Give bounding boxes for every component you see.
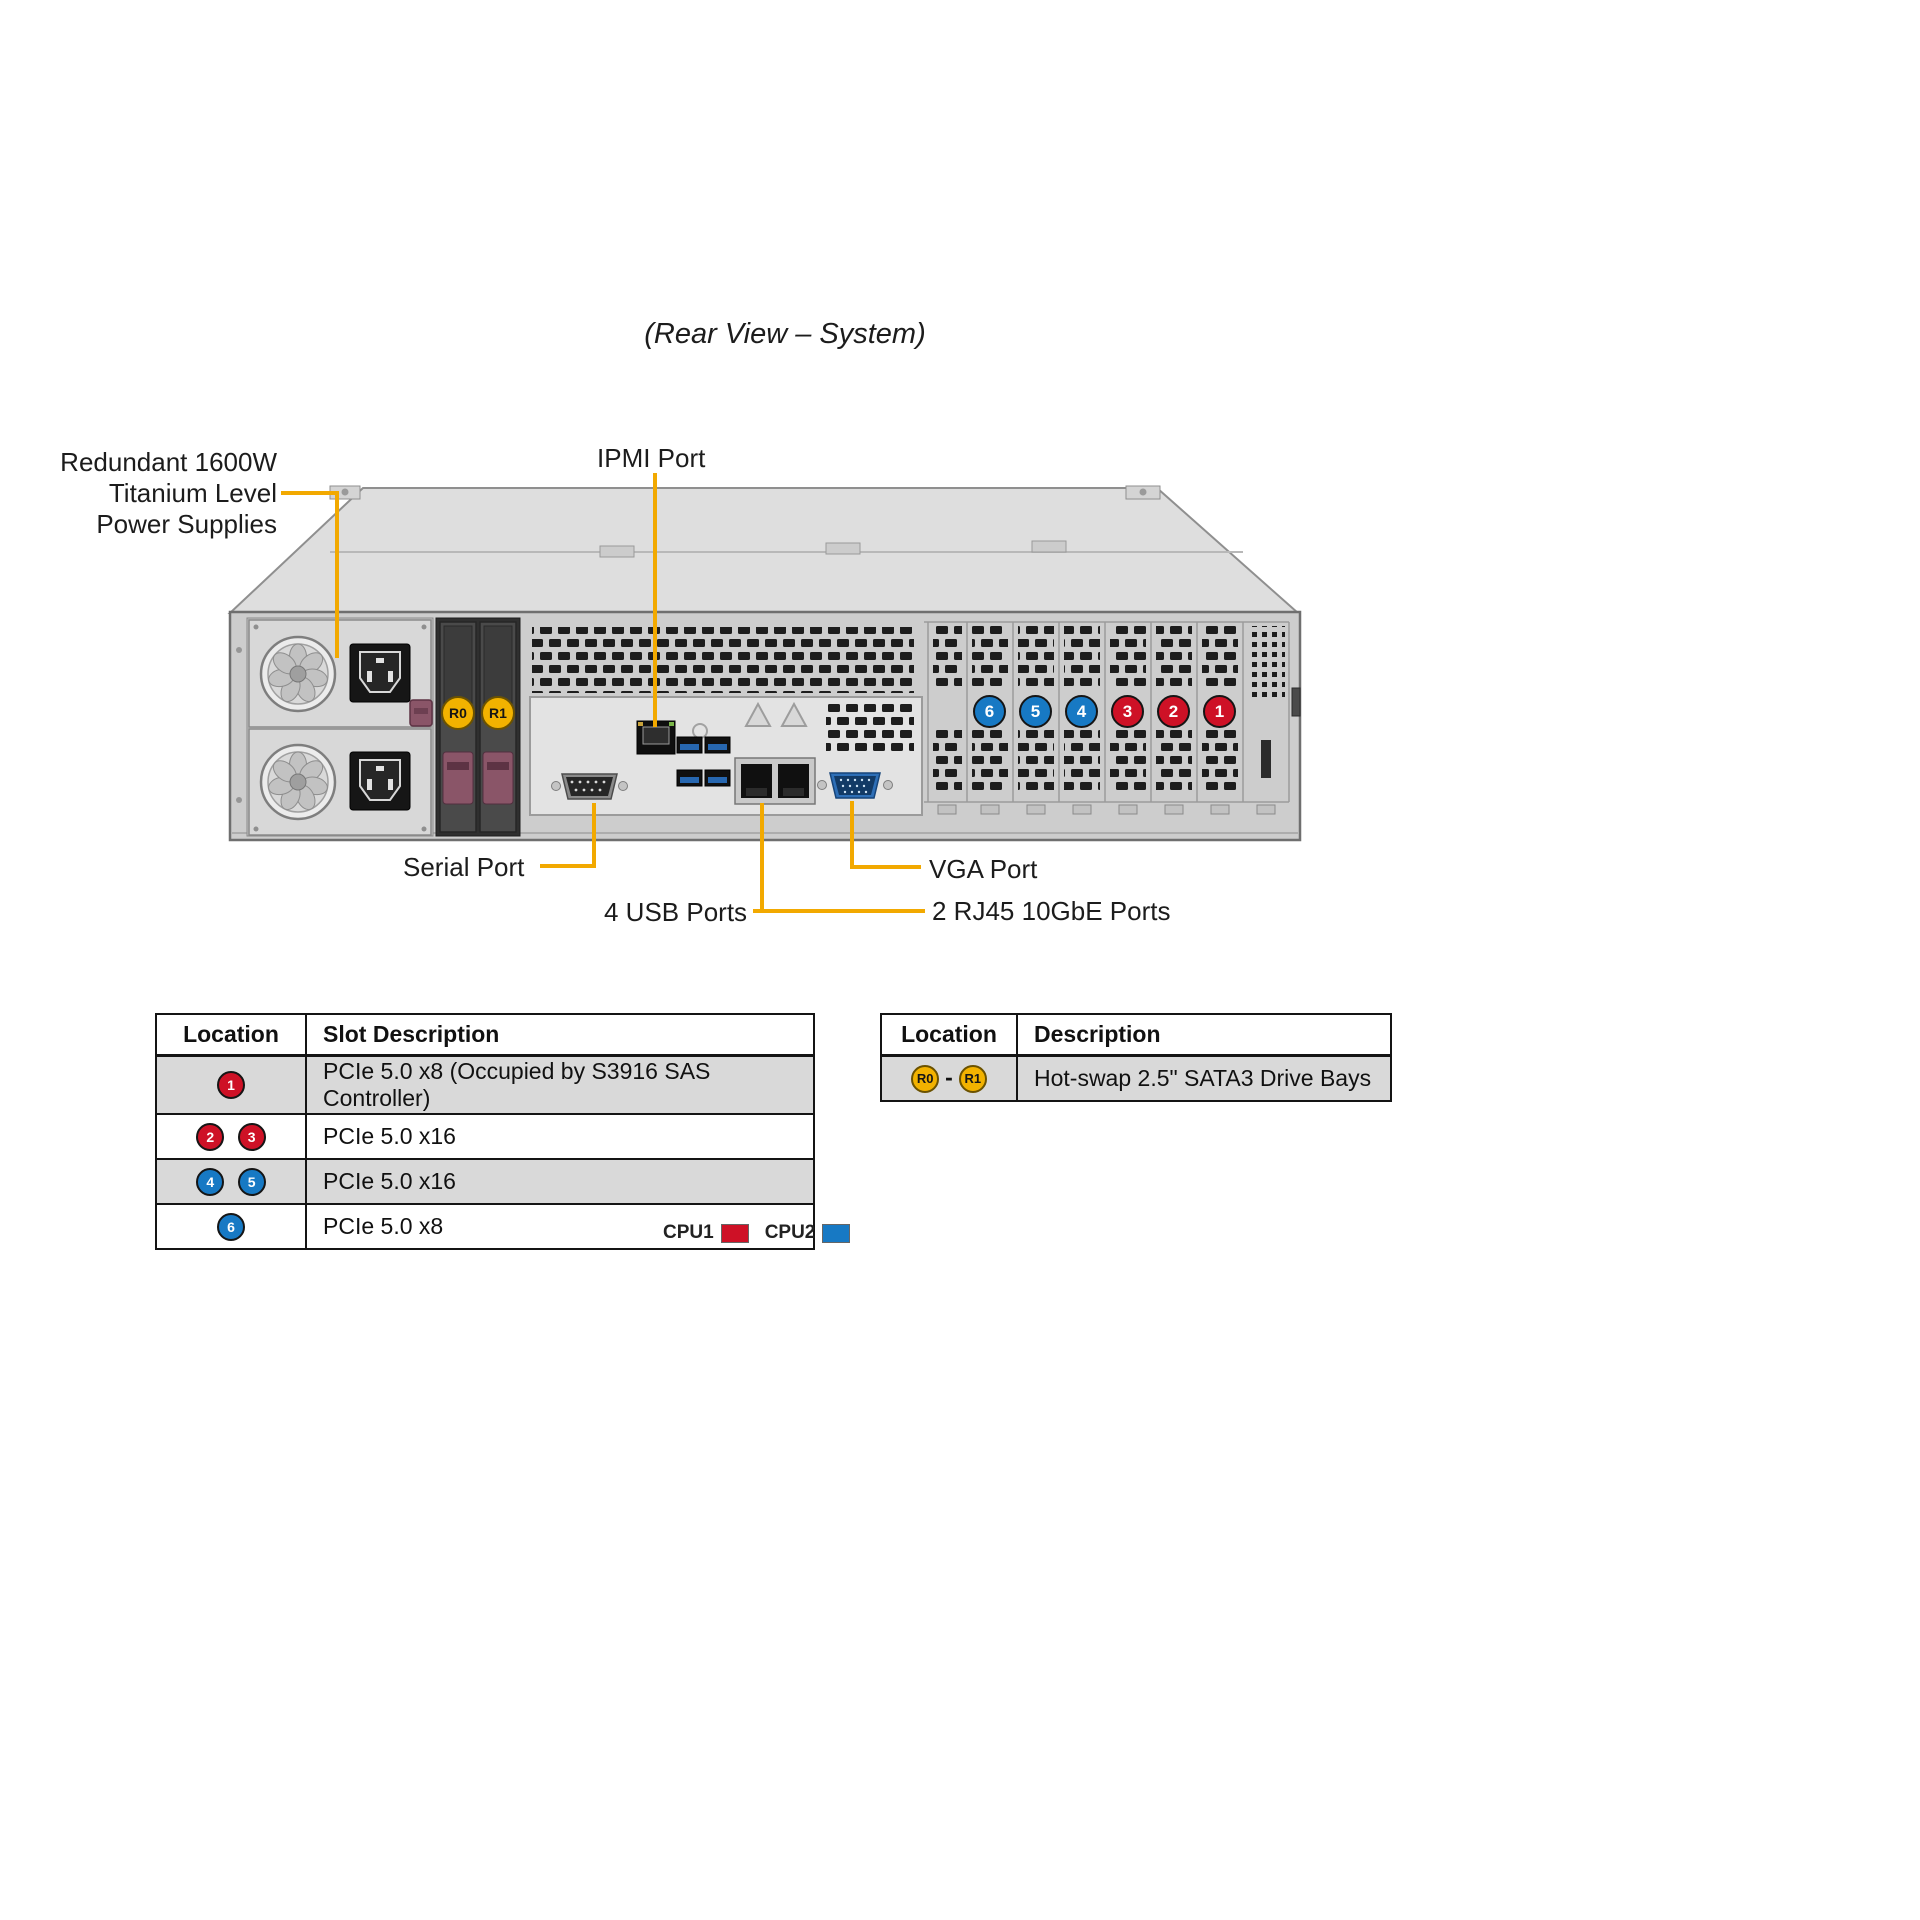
drive-bay-badge-r0: R0 (441, 696, 475, 730)
io-vent-grid (532, 627, 914, 693)
slot-badge-4: 4 (1065, 695, 1098, 728)
table-row: 2 3 PCIe 5.0 x16 (155, 1113, 815, 1160)
chassis-latch (1291, 687, 1301, 717)
bay-table-header-location: Location (880, 1013, 1018, 1057)
diagram-title: (Rear View – System) (644, 318, 926, 350)
psu-release-latch (409, 699, 433, 727)
pcie-bracket-vents (933, 626, 1285, 792)
callout-leader-lines (281, 473, 925, 913)
callout-psu-line3: Power Supplies (96, 509, 277, 539)
rj45-ports (734, 757, 816, 805)
slot-location-cell: 1 (155, 1054, 307, 1115)
slot-badge-2: 2 (1157, 695, 1190, 728)
cpu2-label: CPU2 (764, 1222, 816, 1243)
bay-location-cell: R0-R1 (880, 1054, 1018, 1102)
badge-separator: - (945, 1064, 953, 1091)
slot-table-header-description: Slot Description (305, 1013, 815, 1057)
slot-4-table-badge: 4 (196, 1167, 225, 1196)
cpu2-color-swatch (822, 1223, 851, 1243)
callout-ipmi-port: IPMI Port (597, 443, 706, 473)
bay-r1-table-badge: R1 (958, 1064, 987, 1093)
usb-ports (676, 736, 731, 787)
cpu1-label: CPU1 (663, 1222, 714, 1243)
power-supply-bottom (248, 728, 432, 836)
warning-triangle-icon (744, 701, 772, 727)
slot-1-table-badge: 1 (217, 1071, 245, 1100)
slot-location-cell: 4 5 (155, 1158, 307, 1205)
bay-description-cell: Hot-swap 2.5" SATA3 Drive Bays (1016, 1054, 1392, 1102)
table-row: R0-R1 Hot-swap 2.5" SATA3 Drive Bays (880, 1054, 1392, 1102)
serial-port (551, 773, 628, 800)
slot-description-cell: PCIe 5.0 x16 (305, 1113, 815, 1160)
table-row: 6 PCIe 5.0 x8 (155, 1203, 815, 1250)
slot-5-table-badge: 5 (237, 1167, 266, 1196)
power-supply-top (248, 619, 432, 728)
bay-table-header-row: Location Description (880, 1013, 1392, 1057)
bmc-vent-grid (826, 703, 914, 755)
chassis-top-face (227, 485, 1301, 614)
slot-location-cell: 2 3 (155, 1113, 307, 1160)
table-row: 4 5 PCIe 5.0 x16 (155, 1158, 815, 1205)
callout-vga-port: VGA Port (929, 854, 1038, 884)
cpu-legend: CPU1 CPU2 (663, 1222, 851, 1244)
slot-badge-1: 1 (1203, 695, 1236, 728)
drive-bay-table: Location Description R0-R1 Hot-swap 2.5"… (880, 1013, 1392, 1102)
cpu1-color-swatch (720, 1223, 749, 1243)
slot-badge-6: 6 (973, 695, 1006, 728)
pcie-slot-table: Location Slot Description 1 PCIe 5.0 x8 … (155, 1013, 815, 1250)
callout-psu: Redundant 1600W Titanium Level Power Sup… (40, 447, 277, 540)
bay-table-header-description: Description (1016, 1013, 1392, 1057)
bay-r0-table-badge: R0 (911, 1064, 940, 1093)
slot-badge-5: 5 (1019, 695, 1052, 728)
callout-usb-ports: 4 USB Ports (604, 897, 748, 927)
slot-table-header-row: Location Slot Description (155, 1013, 815, 1057)
callout-psu-line2: Titanium Level (108, 478, 277, 508)
slot-description-cell: PCIe 5.0 x16 (305, 1158, 815, 1205)
slot-3-table-badge: 3 (237, 1122, 266, 1151)
slot-description-cell: PCIe 5.0 x8 (Occupied by S3916 SAS Contr… (305, 1054, 815, 1115)
callout-rj45-ports: 2 RJ45 10GbE Ports (932, 896, 1171, 926)
slot-6-table-badge: 6 (217, 1212, 245, 1241)
table-row: 1 PCIe 5.0 x8 (Occupied by S3916 SAS Con… (155, 1054, 815, 1115)
power-supply-bay (246, 617, 434, 837)
pcie-bracket-screws (937, 804, 1276, 815)
slot-2-table-badge: 2 (196, 1122, 225, 1151)
callout-serial-port: Serial Port (403, 852, 525, 882)
vga-port (817, 772, 893, 799)
callout-psu-line1: Redundant 1600W (60, 447, 277, 477)
drive-bay-badge-r1: R1 (481, 696, 515, 730)
pcie-slot-area (924, 621, 1301, 815)
slot-badge-3: 3 (1111, 695, 1144, 728)
io-shield (529, 696, 923, 816)
slot-location-cell: 6 (155, 1203, 307, 1250)
slot-table-header-location: Location (155, 1013, 307, 1057)
warning-triangle-icon (780, 701, 808, 727)
